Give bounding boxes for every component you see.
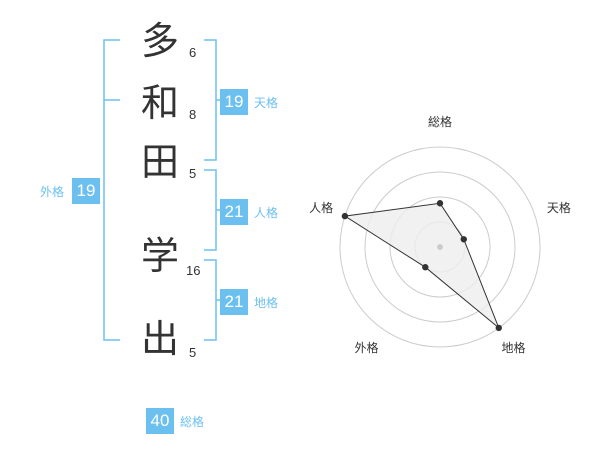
name-char-2: 和 bbox=[141, 81, 180, 125]
radar-point bbox=[341, 212, 349, 220]
radar-ring bbox=[364, 171, 516, 323]
radar-label-gaikaku: 外格 bbox=[354, 341, 379, 356]
radar-label-jinkaku: 人格 bbox=[309, 201, 334, 216]
tenkaku-badge: 19 bbox=[220, 89, 248, 115]
chikaku-label: 地格 bbox=[254, 296, 279, 310]
radar-point bbox=[460, 236, 467, 243]
stroke-count-5: 5 bbox=[189, 345, 197, 360]
name-char-4: 学 bbox=[141, 234, 180, 278]
stroke-count-1: 6 bbox=[189, 45, 197, 60]
gaikaku-bracket bbox=[103, 39, 120, 341]
radar-point bbox=[436, 200, 444, 207]
radar-label-tenkaku: 天格 bbox=[546, 201, 571, 216]
name-char-3: 田 bbox=[141, 140, 180, 184]
stroke-count-4: 16 bbox=[186, 263, 201, 278]
chikaku-badge: 21 bbox=[220, 289, 248, 315]
radar-center-point bbox=[437, 244, 443, 250]
gaikaku-label: 外格 bbox=[40, 185, 65, 199]
gaikaku-badge: 19 bbox=[72, 178, 100, 204]
name-char-1: 多 bbox=[141, 19, 180, 63]
radar-label-chikaku: 地格 bbox=[501, 341, 526, 356]
radar-ring bbox=[339, 146, 541, 348]
tenkaku-label: 天格 bbox=[254, 96, 279, 110]
radar-ring bbox=[389, 196, 491, 298]
name-char-5: 出 bbox=[141, 317, 180, 361]
jinkaku-badge: 21 bbox=[220, 199, 248, 225]
radar-point bbox=[495, 324, 502, 332]
jinkaku-label: 人格 bbox=[254, 206, 279, 220]
stroke-count-2: 8 bbox=[189, 107, 197, 122]
radar-series-polygon bbox=[343, 202, 500, 329]
soukaku-label: 総格 bbox=[180, 415, 205, 429]
stroke-count-3: 5 bbox=[189, 166, 197, 181]
soukaku-badge: 40 bbox=[146, 408, 174, 434]
radar-label-soukaku: 総格 bbox=[428, 115, 453, 129]
radar-point bbox=[422, 264, 429, 271]
